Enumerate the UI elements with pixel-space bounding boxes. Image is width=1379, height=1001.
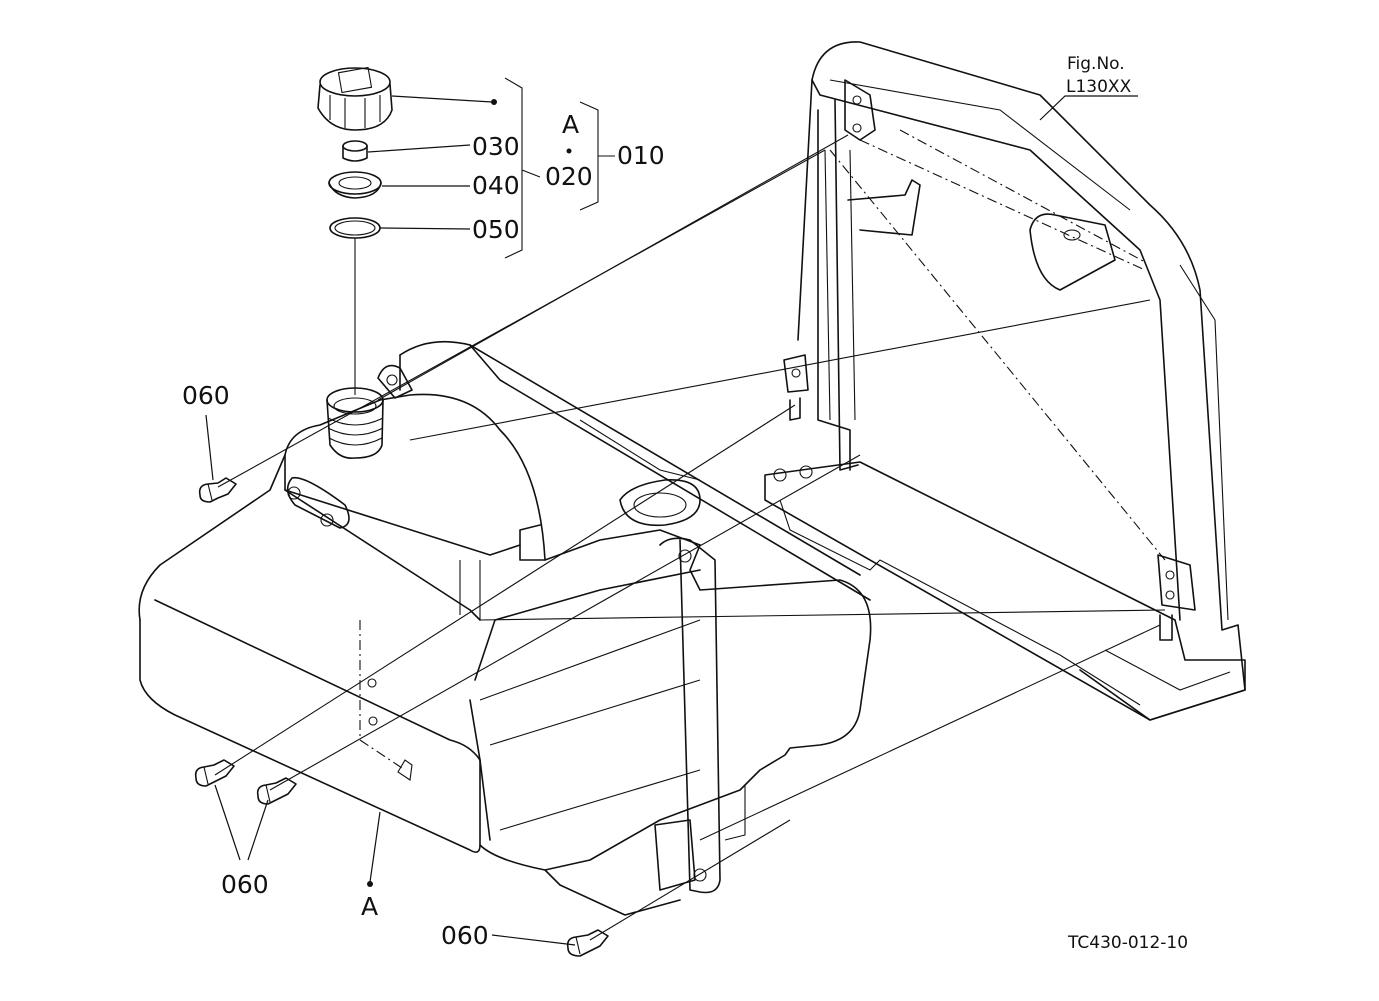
bolt-icon — [566, 929, 609, 957]
fuel-tank — [138, 340, 872, 916]
bolt-icon — [256, 777, 297, 805]
fig-no-label: Fig.No. — [1067, 54, 1125, 74]
callout-050: 050 — [472, 215, 520, 244]
callout-060-bottom: 060 — [441, 921, 489, 950]
leader-lines — [205, 77, 1138, 946]
assembly-lines — [214, 129, 1166, 941]
group-mark-bottom: A — [361, 892, 378, 921]
callout-020: 020 — [545, 162, 593, 191]
callout-060-pair: 060 — [221, 870, 269, 899]
callout-040: 040 — [472, 171, 520, 200]
cap-exploded — [317, 66, 393, 395]
drawing-code: TC430-012-10 — [1067, 933, 1188, 953]
filler-neck — [326, 387, 384, 460]
callout-060-left: 060 — [182, 381, 230, 410]
frame-assembly — [764, 41, 1246, 721]
bolt-icon — [198, 477, 237, 503]
group-mark-top: A — [562, 110, 579, 139]
callout-010: 010 — [617, 141, 665, 170]
bolt-icon — [194, 759, 235, 787]
callout-030: 030 — [472, 132, 520, 161]
bolt-parts — [194, 477, 609, 957]
fig-no-value: L130XX — [1066, 77, 1132, 97]
